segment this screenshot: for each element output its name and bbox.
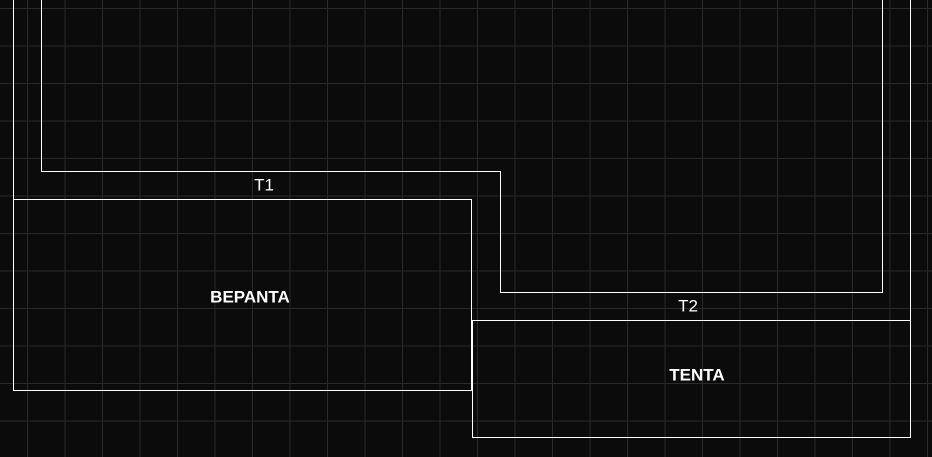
label-room-1: BEPANTA [210, 287, 290, 306]
label-t2: T2 [678, 296, 698, 315]
label-room-2: TENTA [669, 365, 724, 384]
terrace-t2-rect [472, 320, 911, 438]
terrace-t1-rect [13, 199, 472, 391]
label-t1: T1 [254, 175, 274, 194]
inner-stepped-outline [41, 0, 883, 293]
